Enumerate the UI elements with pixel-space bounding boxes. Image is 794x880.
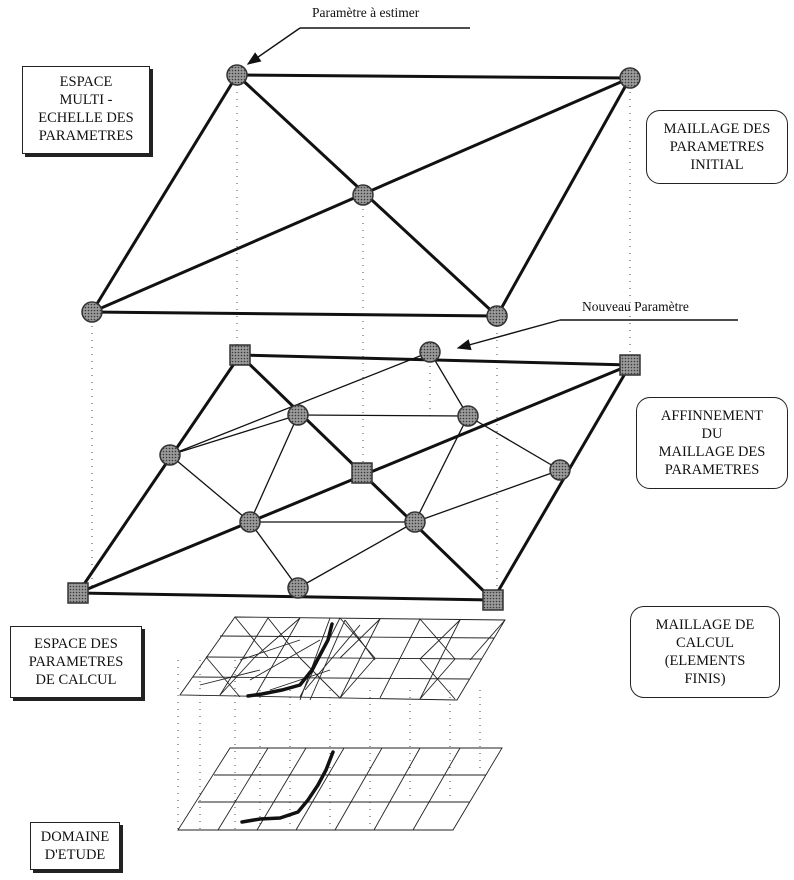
parameter-node: [81, 301, 103, 323]
param-to-estimate-annotation: Paramètre à estimer: [312, 5, 420, 20]
original-parameter-node: [482, 589, 504, 611]
mesh-edge: [236, 73, 631, 80]
original-parameter-node: [619, 354, 641, 376]
new-parameter-node: [419, 341, 441, 363]
mesh-edge: [495, 77, 632, 317]
parameter-node: [226, 64, 248, 86]
new-parameter-node: [404, 511, 426, 533]
new-parameter-node: [159, 444, 181, 466]
affinnement-label: AFFINNEMENT DU MAILLAGE DES PARAMETRES: [636, 397, 788, 489]
study-domain-river-path: [240, 750, 335, 824]
refined-mesh-thin-edges: [169, 351, 561, 589]
projection-lines: [91, 78, 631, 830]
annotation-arrows: [246, 27, 738, 351]
new-param-arrow: [456, 319, 561, 351]
maillage-initial-label: MAILLAGE DES PARAMETRES INITIAL: [646, 110, 788, 184]
refined-circle-nodes: [159, 341, 571, 599]
espace-calcul-label: ESPACE DES PARAMETRES DE CALCUL: [10, 626, 142, 698]
new-parameter-node: [239, 511, 261, 533]
initial-parameter-nodes: [81, 64, 641, 327]
parameter-node: [352, 184, 374, 206]
new-parameter-node: [287, 404, 309, 426]
computation-mesh: [179, 616, 506, 701]
parameter-node: [619, 67, 641, 89]
new-parameter-node: [549, 459, 571, 481]
computation-river-path: [246, 622, 334, 698]
study-domain-grid: [177, 747, 503, 831]
new-parameter-node: [457, 405, 479, 427]
mesh-edge: [91, 310, 498, 318]
domaine-etude-label: DOMAINE D'ETUDE: [30, 822, 120, 870]
new-parameter-node: [287, 577, 309, 599]
new-param-annotation: Nouveau Paramètre: [582, 299, 689, 314]
param-to-estimate-arrow: [246, 27, 301, 65]
original-parameter-node: [351, 462, 373, 484]
mesh-edge: [90, 74, 239, 313]
original-parameter-node: [229, 344, 251, 366]
original-parameter-node: [67, 582, 89, 604]
maillage-calcul-label: MAILLAGE DE CALCUL (ELEMENTS FINIS): [630, 606, 780, 698]
parameter-node: [486, 305, 508, 327]
espace-multi-echelle-label: ESPACE MULTI - ECHELLE DES PARAMETRES: [22, 66, 150, 154]
refined-square-nodes: [67, 344, 641, 611]
